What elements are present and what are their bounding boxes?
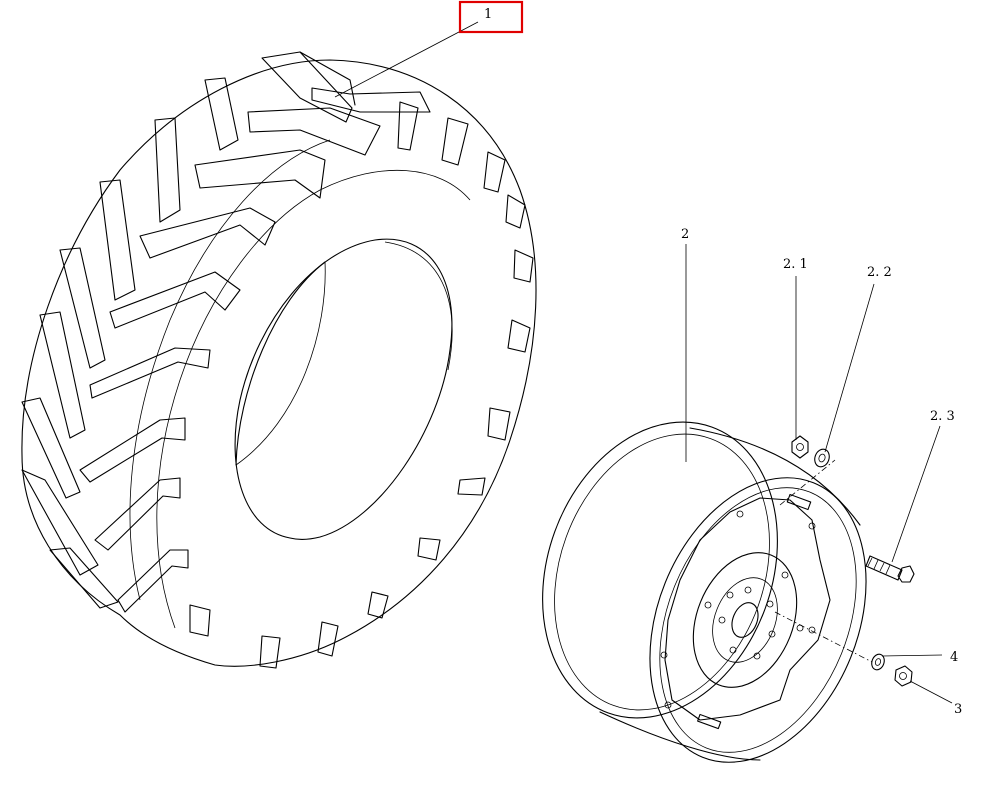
callout-rim[interactable]: 2 [681,227,689,242]
rim-washer[interactable] [812,447,831,469]
rim-back-flange [649,477,867,763]
callout-rim-nut[interactable]: 2. 1 [783,257,808,272]
tire-bore-lip [235,261,326,466]
tread-lugs [21,51,534,669]
rim-centre-bore [731,602,759,638]
rim-barrel-bottom [599,711,761,761]
callout-tire[interactable]: 1 [484,7,492,22]
rim-flange-inner [554,433,770,711]
rim-mounting-lugs [660,493,816,730]
tire-bore-inner [235,261,326,466]
callout-rim-bolt[interactable]: 2. 3 [930,409,955,424]
rim-hub-ring [712,577,778,663]
rim-barrel-top [689,427,861,526]
wheel-washer[interactable] [870,652,887,671]
rim-bolt-axis [779,459,836,506]
tire-callout-highlight [458,0,524,34]
tire-outer-outline [21,59,537,667]
rim-hub-outer [692,552,798,688]
tire-bore-outer [234,238,453,540]
rim-disc [664,497,831,721]
rim-stud-holes [704,571,804,660]
wheel-nut[interactable] [894,665,913,687]
wheel-bolt-axis [774,611,873,663]
callout-wheel-washer[interactable]: 4 [950,650,958,665]
tire-bore-rim [384,241,453,371]
tire[interactable] [21,51,537,669]
rim-outer-flange [542,421,778,719]
callout-wheel-nut[interactable]: 3 [954,702,962,717]
tire-sidewall-line [129,139,331,601]
rim-nut[interactable] [791,435,809,459]
rim-back-flange-inner [659,487,857,753]
rim[interactable] [503,389,906,792]
tire-shoulder-line [156,169,471,629]
callout-rim-washer[interactable]: 2. 2 [867,265,892,280]
leader-lines [334,21,953,704]
rim-bolt[interactable] [865,555,915,583]
